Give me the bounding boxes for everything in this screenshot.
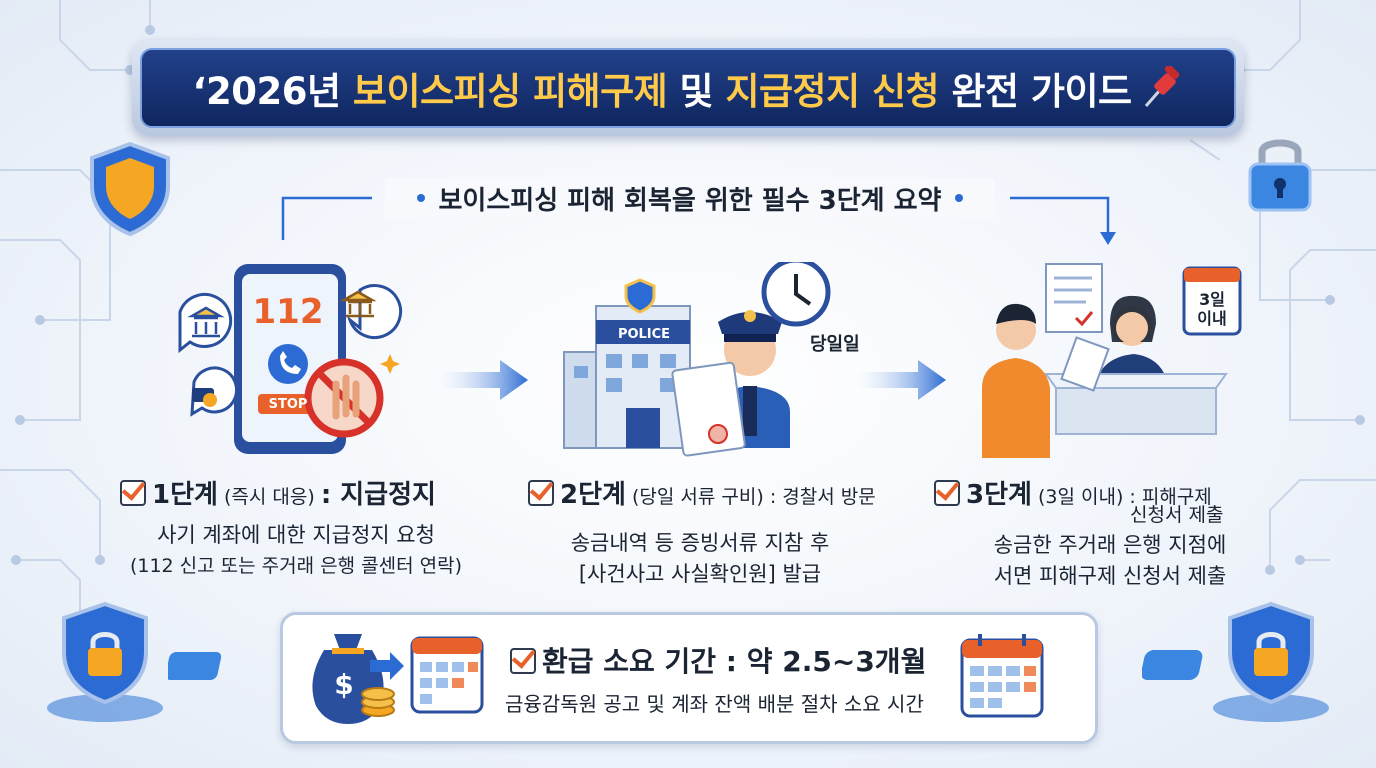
bank-counter-illustration — [982, 263, 1242, 458]
step-3-label: 3단계 — [966, 480, 1032, 510]
money-bag-to-calendar-illustration — [312, 634, 484, 724]
refund-period-text: 환급 소요 기간 : 약 2.5~3개월 — [542, 645, 927, 678]
subtitle-bullet — [955, 194, 964, 202]
arrow-right-icon — [858, 360, 946, 400]
dollar-sign: $ — [334, 668, 354, 701]
emergency-number: 112 — [252, 292, 324, 332]
step-2-timing: (당일 서류 구비) — [625, 486, 770, 508]
step-1-heading: 1단계 (즉시 대응) : 지급정지 — [120, 474, 436, 511]
arrow-right-icon — [440, 360, 528, 400]
shield-lock-icon — [1213, 601, 1329, 722]
step-2-line-1: 송금내역 등 증빙서류 지참 후 — [570, 531, 830, 555]
step-2-line-2: [사건사고 사실확인원] 발급 — [578, 562, 822, 586]
refund-period-title: 환급 소요 기간 : 약 2.5~3개월 — [510, 640, 926, 680]
step-1-action: : 지급정지 — [320, 480, 436, 510]
shield-icon — [90, 141, 170, 236]
stop-label: STOP — [268, 397, 308, 412]
checkbox-icon — [120, 480, 146, 506]
title-middle: 및 — [667, 70, 726, 113]
step-3-line-2: 서면 피해구제 신청서 제출 — [993, 564, 1227, 588]
checkbox-icon — [528, 480, 554, 506]
step-1-line-1: 사기 계좌에 대한 지급정지 요청 — [157, 523, 435, 547]
subtitle-bullet — [416, 194, 425, 202]
subtitle-text: 보이스피싱 피해 회복을 위한 필수 3단계 요약 — [438, 185, 942, 216]
step-2-description: 송금내역 등 증빙서류 지참 후 [사건사고 사실확인원] 발급 — [500, 528, 900, 590]
title-prefix: ‘2026년 — [192, 70, 353, 113]
pushpin-icon — [1144, 66, 1179, 107]
same-day-label: 당일일 — [810, 334, 860, 355]
calendar-deadline: 3일 이내 — [1184, 290, 1240, 328]
title-highlight-1: 보이스피싱 피해구제 — [352, 70, 668, 113]
step-1-description: 사기 계좌에 대한 지급정지 요청 (112 신고 또는 주거래 은행 콜센터 … — [96, 520, 496, 582]
page-title: ‘2026년 보이스피싱 피해구제 및 지급정지 신청 완전 가이드 — [140, 48, 1236, 128]
step-2-action: : 경찰서 방문 — [769, 486, 876, 508]
chip-icon — [168, 652, 222, 680]
checkbox-icon — [934, 480, 960, 506]
calendar-label-within: 이내 — [1197, 309, 1227, 328]
step-2-heading: 2단계 (당일 서류 구비) : 경찰서 방문 — [528, 474, 876, 511]
step-3-timing: (3일 이내) — [1031, 486, 1130, 508]
step-1-label: 1단계 — [152, 480, 218, 510]
police-sign: POLICE — [617, 327, 671, 342]
title-suffix: 완전 가이드 — [939, 70, 1132, 113]
calendar-label-days: 3일 — [1199, 290, 1225, 309]
padlock-icon — [1248, 139, 1312, 212]
step-2-label: 2단계 — [560, 480, 626, 510]
step-3-heading: 3단계 (3일 이내) : 피해구제 — [934, 474, 1212, 511]
refund-period-description: 금융감독원 공고 및 계좌 잔액 배분 절차 소요 시간 — [505, 692, 924, 716]
step-3-description: 송금한 주거래 은행 지점에 서면 피해구제 신청서 제출 — [920, 530, 1300, 592]
step-3-line-1: 송금한 주거래 은행 지점에 — [993, 533, 1227, 557]
step-1-line-2: (112 신고 또는 주거래 은행 콜센터 연락) — [129, 555, 463, 577]
title-banner: ‘2026년 보이스피싱 피해구제 및 지급정지 신청 완전 가이드 — [132, 40, 1244, 136]
police-illustration — [563, 262, 831, 457]
calendar-icon — [960, 634, 1044, 718]
step-1-timing: (즉시 대응) — [217, 486, 321, 508]
section-subtitle: 보이스피싱 피해 회복을 위한 필수 3단계 요약 — [385, 178, 995, 218]
checkbox-icon — [510, 648, 536, 674]
shield-lock-icon — [47, 601, 163, 722]
phone-illustration — [178, 264, 402, 454]
step-3-action: : 피해구제 — [1129, 486, 1212, 508]
title-highlight-2: 지급정지 신청 — [725, 70, 940, 113]
chip-icon — [1142, 650, 1203, 680]
step-3-action-line-2: 신청서 제출 — [1130, 504, 1224, 526]
